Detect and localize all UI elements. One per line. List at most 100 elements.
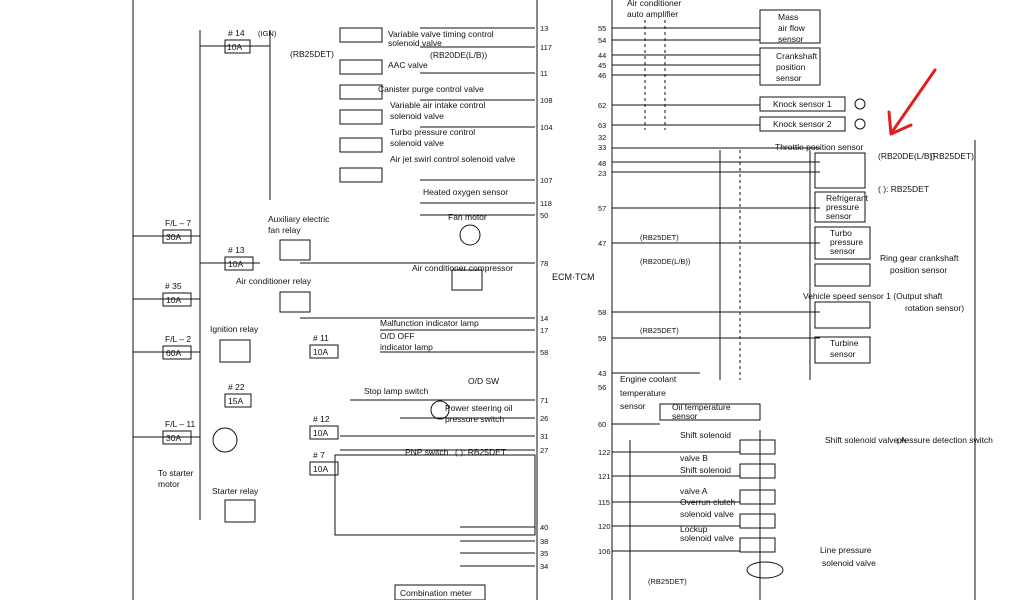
left-component-label: Turbo pressure control (390, 127, 475, 137)
right-pin-number: 60 (598, 420, 606, 429)
right-component-label: solenoid valve (680, 509, 734, 519)
left-component-label: Auxiliary electric (268, 214, 330, 224)
left-component-label: indicator lamp (380, 342, 433, 352)
left-pin-numbers: 1311711108104107118507814175871263127403… (540, 24, 553, 571)
left-pin-number: 35 (540, 549, 548, 558)
right-component-label: Knock sensor 1 (773, 99, 832, 109)
left-component-label: To starter (158, 468, 194, 478)
fuse-label: # 13 (228, 245, 245, 255)
right-component-label: pressure (826, 202, 859, 212)
left-component-label: Ignition relay (210, 324, 259, 334)
right-component-label: Lockup (680, 524, 708, 534)
right-pin-number: 47 (598, 239, 606, 248)
fuse-label: # 35 (165, 281, 182, 291)
left-pin-number: 26 (540, 414, 548, 423)
left-pin-number: 104 (540, 123, 553, 132)
right-component-label: Throttle position sensor (775, 142, 864, 152)
left-component-label: (RB20DE(L/B)) (430, 50, 487, 60)
right-pin-number: 44 (598, 51, 606, 60)
left-pin-number: 31 (540, 432, 548, 441)
red-arrow-annotation (890, 68, 937, 134)
left-component-label: Heated oxygen sensor (423, 187, 508, 197)
right-bracket-label: (RB25DET) (640, 233, 679, 242)
left-component-label: Malfunction indicator lamp (380, 318, 479, 328)
left-component-label: O/D OFF (380, 331, 414, 341)
right-component-label: Crankshaft (776, 51, 818, 61)
right-bracket-label: (RB25DET) (640, 326, 679, 335)
right-component-label: solenoid valve (822, 558, 876, 568)
fuse-label: F/L – 11 (165, 419, 196, 429)
right-component-label: (RB20DE(L/B)) (878, 151, 935, 161)
left-component-label: (RB25DET) (290, 49, 334, 59)
left-component-label: Power steering oil (445, 403, 513, 413)
left-pin-number: 11 (540, 69, 548, 78)
right-component-label: ( ): RB25DET (878, 184, 929, 194)
right-component-label: sensor (620, 401, 646, 411)
fuse-label: # 22 (228, 382, 245, 392)
right-pin-numbers: 5554444546626332334823574758594356601221… (598, 24, 611, 556)
right-component-label: pressure (830, 237, 863, 247)
left-component-label: Combination meter (400, 588, 472, 598)
right-pin-number: 54 (598, 36, 606, 45)
left-component-label: PNP switch (405, 447, 449, 457)
fuse-rating: 10A (166, 295, 181, 305)
right-component-label: Mass (778, 12, 798, 22)
right-component-label: valve B (680, 453, 708, 463)
right-pin-number: 106 (598, 547, 611, 556)
right-component-label: valve A (680, 486, 708, 496)
right-component-label: sensor (672, 411, 698, 421)
right-component-label: air flow (778, 23, 806, 33)
left-component-label: Variable air intake control (390, 100, 485, 110)
right-pin-number: 122 (598, 448, 611, 457)
right-component-label: sensor (830, 349, 856, 359)
right-component-label: Vehicle speed sensor 1 (Output shaft (803, 291, 943, 301)
right-component-label: sensor (826, 211, 852, 221)
left-component-label: pressure switch (445, 414, 504, 424)
right-component-label: Shift solenoid (680, 430, 731, 440)
right-component-label: position sensor (890, 265, 947, 275)
right-component-label: Overrun clutch (680, 497, 736, 507)
right-component-label: rotation sensor) (905, 303, 964, 313)
right-pin-number: 45 (598, 61, 606, 70)
left-component-label: O/D SW (468, 376, 499, 386)
right-component-label: pressure detection switch (897, 435, 993, 445)
right-bracket-label: (RB25DET) (648, 577, 687, 586)
left-component-label: Canister purge control valve (378, 84, 484, 94)
left-component-label: Variable valve timing control (388, 29, 494, 39)
right-pin-number: 121 (598, 472, 611, 481)
right-component-label: Ring gear crankshaft (880, 253, 959, 263)
fuse-label: F/L – 2 (165, 334, 191, 344)
left-component-label: fan relay (268, 225, 301, 235)
left-pin-number: 71 (540, 396, 548, 405)
right-component-label: Air conditioner (627, 0, 682, 8)
red-arrow-head (887, 110, 913, 136)
fuse-rating: 15A (228, 396, 243, 406)
left-pin-number: 108 (540, 96, 553, 105)
right-pin-number: 120 (598, 522, 611, 531)
left-component-label: AAC valve (388, 60, 428, 70)
left-component-label: Stop lamp switch (364, 386, 429, 396)
right-pin-number: 56 (598, 383, 606, 392)
right-component-label: Turbo (830, 228, 852, 238)
left-pin-number: 40 (540, 523, 548, 532)
left-component-label: Air jet swirl control solenoid valve (390, 154, 515, 164)
left-component-label: ( ): RB25DET (455, 447, 506, 457)
right-bracket-labels: (RB25DET)(RB20DE(L/B))(RB25DET)(RB25DET) (640, 233, 691, 586)
right-pin-number: 58 (598, 308, 606, 317)
right-component-label: (RB25DET) (930, 151, 974, 161)
right-component-label: Shift solenoid valve A (825, 435, 906, 445)
right-component-label: sensor (778, 34, 804, 44)
left-pin-number: 50 (540, 211, 548, 220)
left-component-label: Fan motor (448, 212, 487, 222)
fuse-rating: 10A (227, 42, 242, 52)
left-component-label: Air conditioner relay (236, 276, 312, 286)
right-component-label: temperature (620, 388, 666, 398)
left-pin-number: 34 (540, 562, 548, 571)
fuse-label: # 11 (313, 333, 329, 343)
fuse-label: # 14 (228, 28, 245, 38)
left-pin-number: 27 (540, 446, 548, 455)
left-pin-number: 14 (540, 314, 548, 323)
